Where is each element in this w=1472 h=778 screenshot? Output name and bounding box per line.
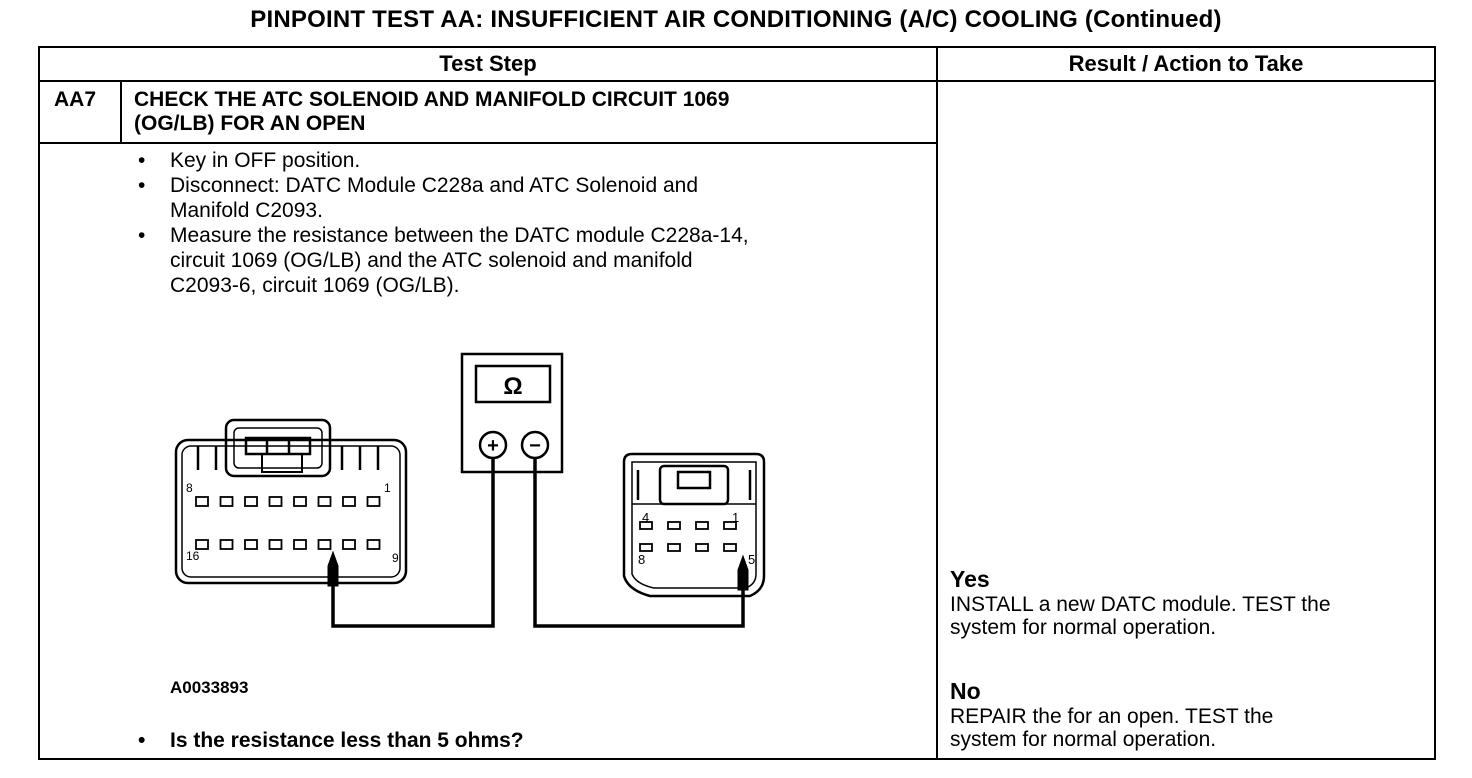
- left-connector-body: [174, 438, 408, 585]
- instruction-list: Key in OFF position. Disconnect: DATC Mo…: [130, 148, 749, 298]
- pin-cavity: [695, 543, 709, 552]
- pin-cavity: [639, 521, 653, 530]
- instruction-item: Key in OFF position.: [130, 148, 749, 173]
- pin-cavity: [293, 496, 307, 507]
- figure-id: A0033893: [170, 678, 249, 697]
- right-pin-label-4: 4: [642, 510, 649, 525]
- right-pin-label-1: 1: [732, 510, 739, 525]
- pin-cavity: [695, 521, 709, 530]
- left-probe-tip: [327, 550, 339, 587]
- right-connector-latch: [658, 464, 730, 506]
- result-no-action: REPAIR the for an open. TEST the system …: [950, 705, 1273, 751]
- left-pin-label-16: 16: [186, 549, 200, 563]
- left-connector-latch: [224, 418, 332, 478]
- header-test-step: Test Step: [439, 51, 537, 76]
- left-pin-label-9: 9: [392, 551, 399, 565]
- pin-cavity: [268, 496, 283, 507]
- plus-test-lead: [331, 458, 495, 628]
- instruction-line: Disconnect: DATC Module C228a and ATC So…: [170, 174, 699, 197]
- plus-label: +: [487, 435, 499, 457]
- instruction-line: Manifold C2093.: [170, 199, 323, 222]
- result-no-line: REPAIR the for an open. TEST the: [950, 705, 1274, 728]
- right-pin-label-8: 8: [638, 552, 645, 567]
- pin-cavity: [195, 496, 209, 507]
- instruction-line: Measure the resistance between the DATC …: [170, 224, 749, 247]
- right-pin-label-5: 5: [748, 552, 755, 567]
- wiring-diagram: 8 1 16 9 Ω + − 4 1 8 5: [174, 352, 766, 628]
- left-pin-label-1: 1: [384, 481, 391, 495]
- step-title-line: CHECK THE ATC SOLENOID AND MANIFOLD CIRC…: [134, 88, 730, 111]
- pin-cavity: [219, 539, 234, 550]
- pin-cavity: [244, 496, 258, 507]
- pin-cavity: [268, 539, 283, 550]
- result-yes-line: INSTALL a new DATC module. TEST the: [950, 593, 1331, 616]
- right-connector-body: [622, 452, 766, 598]
- pin-cavity: [195, 539, 209, 550]
- result-yes-line: system for normal operation.: [950, 616, 1217, 639]
- header-result-action: Result / Action to Take: [1068, 51, 1304, 76]
- pin-cavity: [723, 521, 737, 530]
- pin-cavity: [366, 496, 381, 507]
- step-title: CHECK THE ATC SOLENOID AND MANIFOLD CIRC…: [134, 88, 729, 136]
- pin-cavity: [667, 521, 681, 530]
- pin-cavity: [244, 539, 258, 550]
- column-divider: [936, 46, 938, 760]
- step-id: AA7: [54, 88, 97, 111]
- pin-cavity: [667, 543, 681, 552]
- pin-cavity: [639, 543, 653, 552]
- step-id-divider: [120, 80, 122, 142]
- instruction-item: Disconnect: DATC Module C228a and ATC So…: [130, 173, 749, 223]
- result-no-line: system for normal operation.: [950, 728, 1217, 751]
- pin-cavity: [293, 539, 307, 550]
- multimeter-body: [460, 352, 564, 474]
- ohm-symbol: Ω: [503, 373, 522, 400]
- header-divider: [38, 80, 1436, 82]
- step-title-divider: [38, 142, 937, 144]
- pin-cavity: [366, 539, 381, 550]
- instruction-line: C2093-6, circuit 1069 (OG/LB).: [170, 274, 460, 297]
- minus-test-lead: [533, 458, 745, 628]
- step-title-line: (OG/LB) FOR AN OPEN: [134, 112, 366, 135]
- instruction-item: Measure the resistance between the DATC …: [130, 223, 749, 298]
- right-probe-tip: [737, 554, 749, 591]
- page-title: PINPOINT TEST AA: INSUFFICIENT AIR CONDI…: [250, 6, 1222, 33]
- instruction-line: Key in OFF position.: [170, 149, 361, 172]
- result-no-label: No: [950, 678, 981, 704]
- test-table: [38, 46, 1436, 760]
- test-question: Is the resistance less than 5 ohms?: [130, 729, 524, 753]
- pin-cavity: [317, 496, 332, 507]
- pin-cavity: [317, 539, 332, 550]
- minus-label: −: [529, 435, 541, 457]
- left-pin-label-8: 8: [186, 481, 193, 495]
- result-yes-action: INSTALL a new DATC module. TEST the syst…: [950, 593, 1331, 639]
- pin-cavity: [342, 539, 356, 550]
- pin-cavity: [342, 496, 356, 507]
- multimeter-display: [474, 364, 552, 404]
- instruction-line: circuit 1069 (OG/LB) and the ATC solenoi…: [170, 249, 693, 272]
- pin-cavity: [723, 543, 737, 552]
- result-yes-label: Yes: [950, 566, 990, 592]
- pin-cavity: [219, 496, 234, 507]
